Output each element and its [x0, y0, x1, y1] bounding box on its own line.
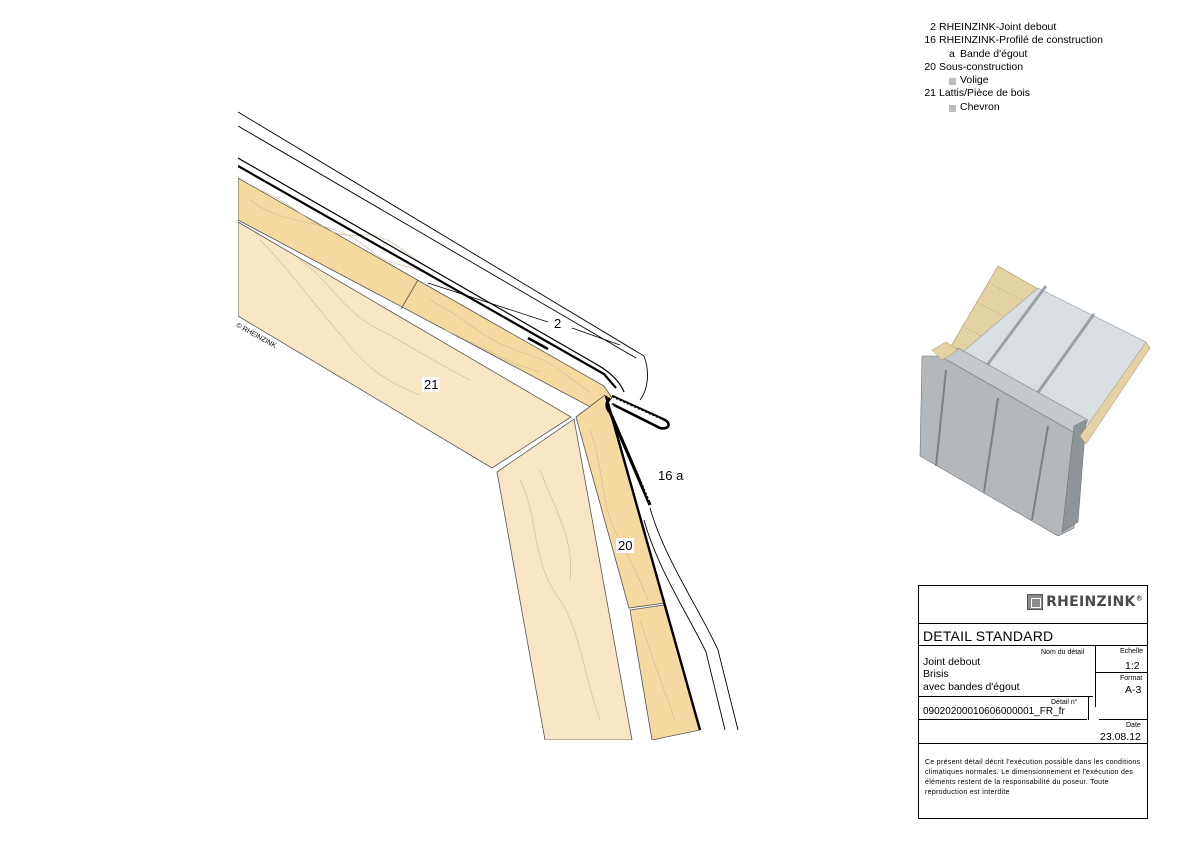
nom-label: Nom du détail: [1041, 649, 1085, 656]
standing-seam-panel: [238, 157, 625, 393]
volige-board-vertical: [629, 604, 701, 740]
disclaimer-note: Ce présent détail décrit l'exécution pos…: [925, 759, 1141, 796]
seam-clip: [527, 336, 549, 351]
label-2: 2: [552, 316, 564, 331]
separating-layer: [238, 165, 617, 389]
standing-seam-outline: [238, 111, 648, 401]
standing-seam-outline: [238, 125, 637, 359]
legend-square-icon: [949, 104, 956, 112]
board-seam: [400, 279, 419, 310]
format-label: Format: [1120, 675, 1143, 682]
detail-name-line: Joint debout: [923, 656, 981, 668]
rheinzink-logo: RHEINZINK®: [1027, 594, 1143, 610]
bande-egout-detail: [610, 400, 650, 501]
echelle-label: Echelle: [1120, 648, 1143, 655]
detail-no-value: 09020200010606000001_FR_fr: [923, 706, 1065, 717]
legend-number: 2: [930, 21, 936, 33]
detail-name-line: Brisis: [923, 668, 949, 680]
legend-text: Lattis/Pièce de bois: [939, 87, 1031, 100]
legend-number: 21: [924, 87, 936, 100]
rheinzink-logo-text: RHEINZINK®: [1046, 594, 1143, 610]
legend-number: 20: [924, 60, 936, 73]
detail-no-label: Détail n°: [1051, 699, 1078, 706]
legend-square-icon: [949, 78, 956, 86]
perspective-view: [919, 265, 1151, 537]
seam-3d: [980, 285, 1048, 373]
legend-number: 16: [924, 34, 936, 47]
detail-name-line: avec bandes d'égout: [923, 681, 1020, 693]
label-20: 20: [616, 538, 635, 553]
format-value: A-3: [1125, 684, 1142, 696]
rheinzink-logo-icon: [1027, 594, 1044, 610]
brisis-panel: [604, 395, 702, 731]
label-16a: 16 a: [656, 468, 686, 483]
leader-line: [427, 282, 549, 323]
title-block: RHEINZINK® DETAIL STANDARD Nom du détail…: [918, 585, 1148, 819]
eave-fold-detail: [613, 397, 663, 421]
legend-text: Sous-construction: [939, 60, 1024, 73]
leader-line: [571, 327, 621, 346]
seam-3d: [1032, 313, 1096, 399]
chevron-rafter: [238, 221, 572, 469]
echelle-value: 1:2: [1125, 660, 1140, 672]
brisis-seam-outline: [649, 507, 739, 731]
legend-sub-letter: a: [949, 47, 955, 60]
seam-3d: [983, 397, 999, 493]
legend-text: RHEINZINK-Joint debout: [939, 21, 1057, 33]
chevron-rafter-vertical: [496, 418, 633, 740]
eave-fold: [611, 394, 670, 430]
date-label: Date: [1126, 722, 1141, 729]
legend-text: Chevron: [960, 100, 1000, 113]
seam-3d: [935, 369, 947, 467]
legend-text: RHEINZINK-Profilé de construction: [939, 34, 1103, 47]
legend-text: Volige: [960, 74, 989, 87]
date-value: 23.08.12: [1100, 731, 1141, 743]
legend-text: Bande d'égout: [960, 47, 1028, 60]
title-heading: DETAIL STANDARD: [923, 628, 1054, 644]
seam-3d: [1031, 425, 1049, 521]
brisis-seam-outline: [643, 519, 726, 731]
label-21: 21: [422, 377, 441, 392]
